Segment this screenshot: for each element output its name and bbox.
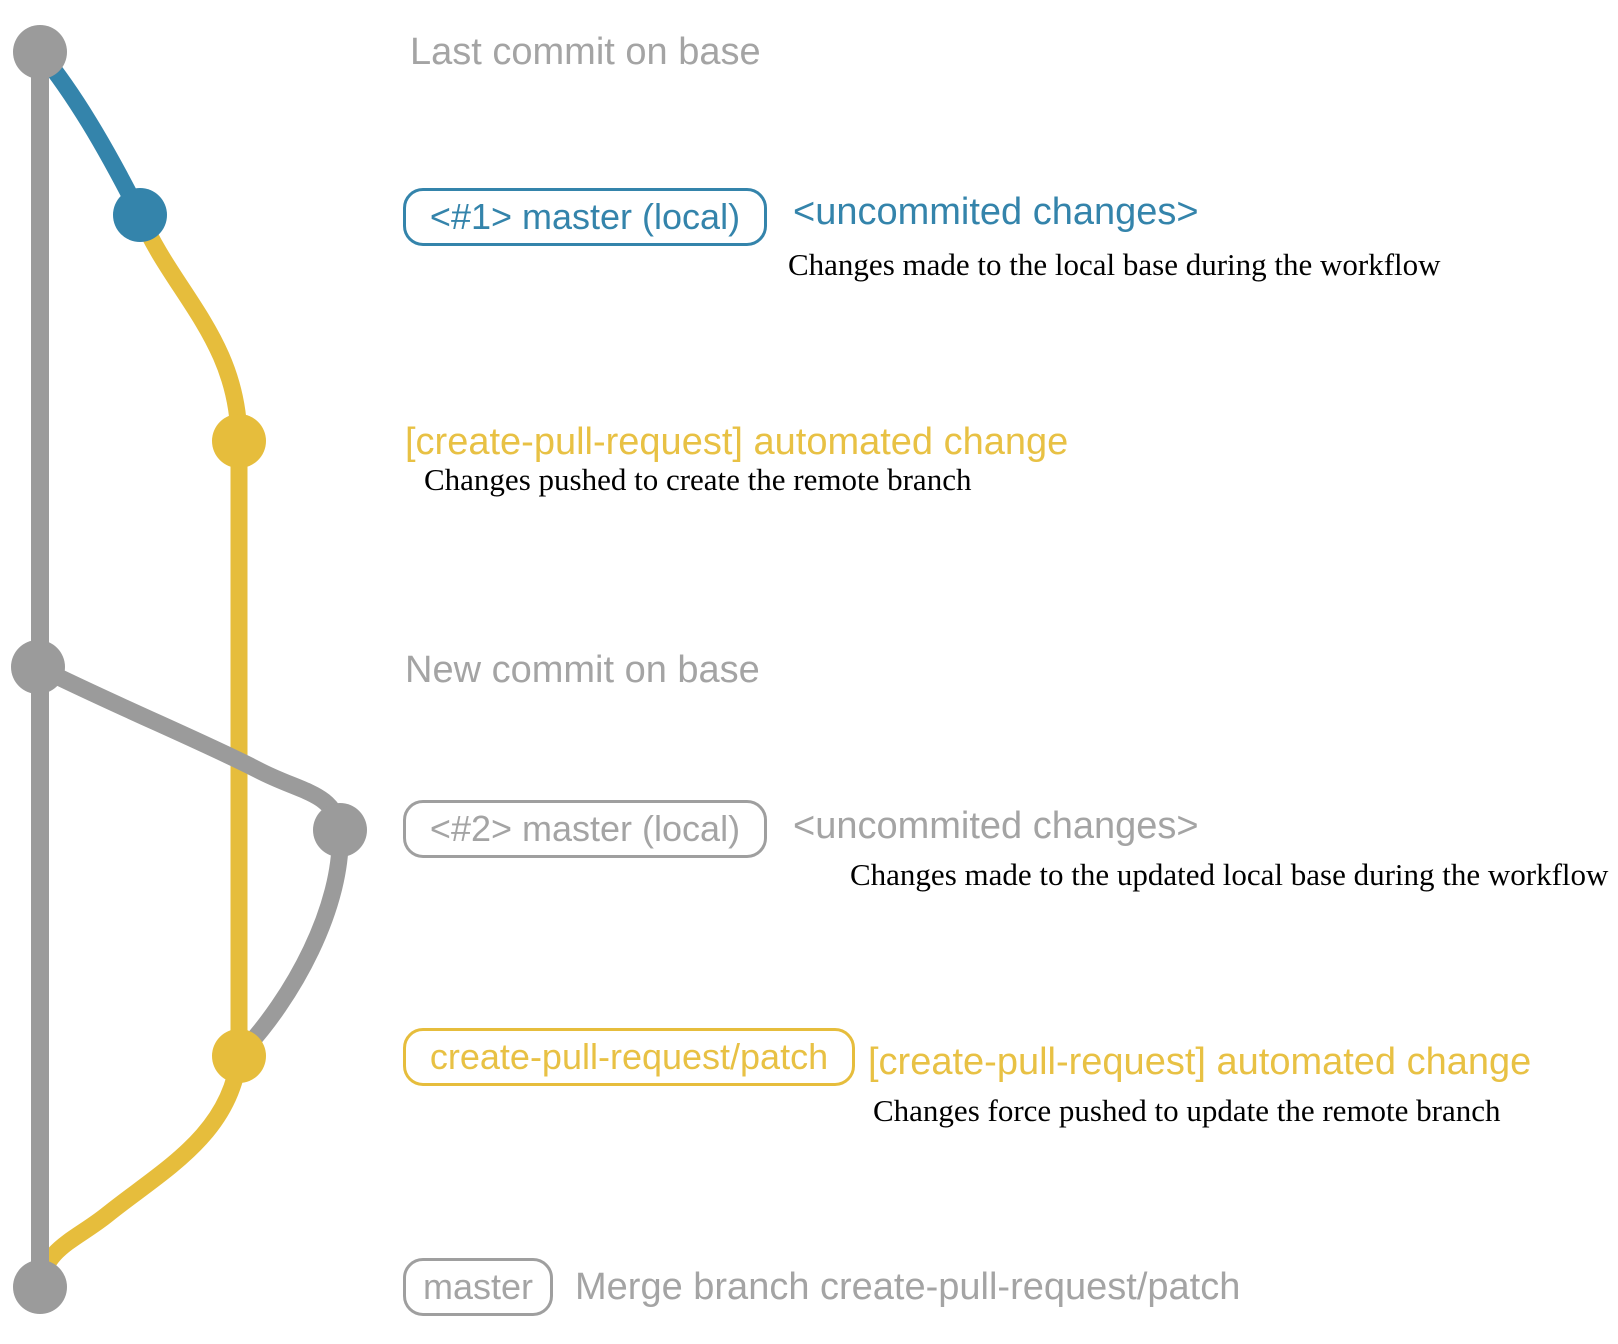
uncommitted-changes-1-description: Changes made to the local base during th… [788, 247, 1441, 282]
commit-node-local-2 [313, 803, 367, 857]
badge-master: master [403, 1258, 553, 1316]
automated-change-2-heading: [create-pull-request] automated change [868, 1041, 1532, 1083]
commit-node-patch-1 [212, 414, 266, 468]
new-commit-label: New commit on base [405, 649, 760, 691]
badge-master-local-2: <#2> master (local) [403, 800, 767, 858]
badge-master-local-1-label: <#1> master (local) [429, 196, 741, 237]
branch-local-blue-path [31, 43, 149, 224]
branch-patch-merge-path [31, 1047, 248, 1296]
commit-node-base-new [11, 640, 65, 694]
badge-master-label: master [422, 1266, 534, 1307]
badge-master-local-1: <#1> master (local) [403, 188, 767, 246]
automated-change-2-description: Changes force pushed to update the remot… [873, 1093, 1501, 1128]
commit-node-patch-2 [212, 1029, 266, 1083]
uncommitted-changes-2-description: Changes made to the updated local base d… [850, 857, 1609, 892]
merge-message: Merge branch create-pull-request/patch [575, 1266, 1241, 1308]
commit-graph [11, 25, 367, 1314]
branch-local-to-patch-path [232, 821, 349, 1062]
automated-change-1-description: Changes pushed to create the remote bran… [424, 462, 972, 497]
commit-node-local-1 [113, 188, 167, 242]
automated-change-1-heading: [create-pull-request] automated change [405, 421, 1069, 463]
badge-patch-branch: create-pull-request/patch [403, 1028, 855, 1086]
last-commit-label: Last commit on base [410, 31, 761, 73]
branch-patch-upper-path [131, 206, 248, 1065]
commit-node-base-last [13, 25, 67, 79]
badge-master-local-2-label: <#2> master (local) [429, 808, 741, 849]
badge-patch-branch-label: create-pull-request/patch [429, 1036, 829, 1077]
commit-node-base-merge [13, 1260, 67, 1314]
uncommitted-changes-2-heading: <uncommited changes> [793, 805, 1199, 847]
branch-local-gray-path [29, 658, 349, 839]
uncommitted-changes-1-heading: <uncommited changes> [793, 191, 1199, 233]
